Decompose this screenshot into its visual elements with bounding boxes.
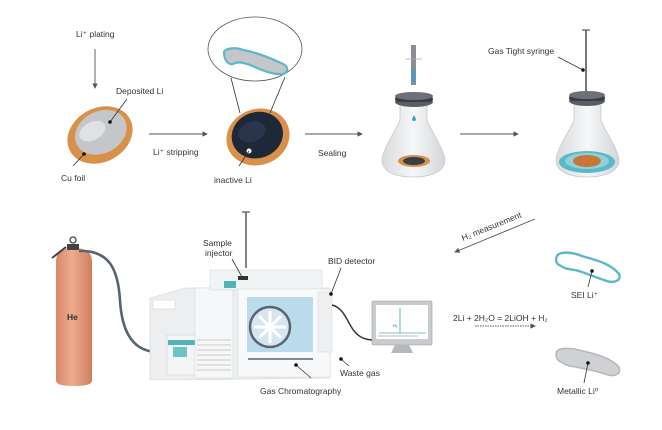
inactive-li-disk — [226, 108, 290, 166]
waste-gas-dot — [339, 357, 343, 361]
syringe-leader — [557, 56, 584, 71]
gas-chromatography-dot — [294, 363, 298, 367]
sample-injector-leader — [231, 258, 243, 278]
he-label: He — [67, 312, 78, 322]
bid-detector-label: BID detector — [328, 256, 375, 266]
sei-li-label: SEI Li⁺ — [571, 290, 599, 300]
sei-li-leader — [587, 270, 593, 288]
li-stripping-label: Li⁺ stripping — [153, 147, 199, 157]
magnifier-line-left — [230, 77, 241, 114]
inactive-li-leader — [238, 150, 250, 167]
deposited-li-label: Deposited Li — [116, 86, 163, 96]
h2-measurement-label: H₂ measurement — [460, 209, 523, 242]
waste-gas-label: Waste gas — [340, 368, 380, 378]
helium-gas-line — [78, 249, 159, 354]
monitor-peak-label: H₂ — [393, 323, 398, 328]
sei-wrapped-li-fragment — [222, 47, 289, 76]
bid-detector-leader — [330, 267, 342, 295]
bid-detector-dot — [329, 292, 333, 296]
li-plating-label: Li⁺ plating — [76, 29, 115, 39]
sample-injector-label-line2: injector — [205, 248, 233, 258]
cu-foil-leader — [72, 153, 85, 167]
signal-cable — [331, 304, 375, 341]
sample-injector-label-line1: Sample — [203, 238, 232, 248]
computer-monitor — [371, 300, 433, 353]
deposited-li-leader — [109, 98, 128, 123]
h2-measurement-arrow — [454, 218, 536, 253]
gas-chromatography-label: Gas Chromatography — [260, 386, 342, 396]
syringe-dot — [581, 68, 585, 72]
flask-with-gas-tight-syringe — [555, 29, 620, 178]
cu-foil-disk — [67, 106, 133, 164]
gas-chromatograph — [149, 269, 333, 381]
reaction-equation: 2Li + 2H₂O = 2LiOH + H₂ — [453, 313, 548, 323]
sealed-flask-with-water-syringe — [381, 45, 446, 178]
helium-cylinder — [51, 236, 92, 386]
deposited-li-dot — [108, 120, 112, 124]
cu-foil-label: Cu foil — [61, 173, 85, 183]
gas-chromatography-leader — [295, 364, 312, 379]
metallic-li-leader — [583, 362, 589, 384]
gas-tight-syringe-label: Gas Tight syringe — [488, 46, 554, 56]
sample-injector-syringe — [238, 211, 250, 280]
cu-foil-dot — [82, 152, 86, 156]
inactive-li-label: inactive Li — [214, 175, 252, 185]
sealing-label: Sealing — [318, 148, 347, 158]
sei-li-fragment — [554, 251, 621, 283]
metallic-li-label: Metallic Li⁰ — [557, 386, 599, 396]
magnifier-line-right — [269, 76, 286, 114]
